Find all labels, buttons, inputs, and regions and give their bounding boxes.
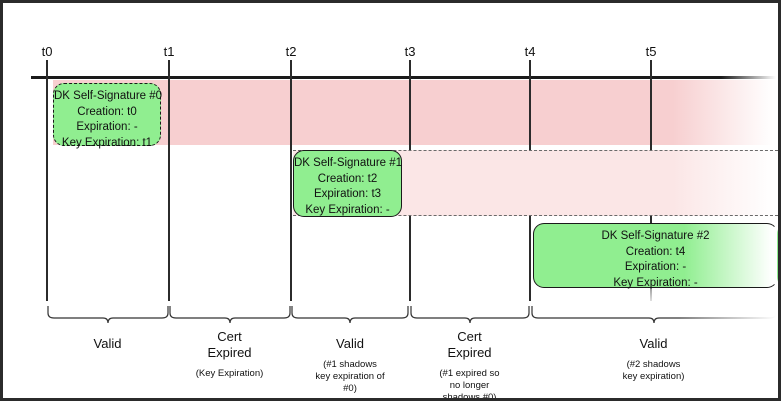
segment-1-status: Cert Expired [207,329,252,360]
segment-3-note: (#1 expired so no longer shadows #0) [439,368,500,401]
event-line-t1 [168,78,170,301]
segment-label-2: Valid (#1 shadows key expiration of #0) [291,336,409,395]
segment-1-note: (Key Expiration) [195,368,264,379]
tick-mark-t4 [529,60,531,78]
validity-band-primary [53,80,778,145]
signature-box-1: DK Self-Signature #1 Creation: t2 Expira… [293,150,402,217]
tick-label-t3: t3 [404,44,416,59]
event-line-t0 [46,78,48,301]
signature-0-title: DK Self-Signature #0 [54,90,163,102]
signature-1-creation: Creation: t2 [317,172,378,185]
signature-1-expiration: Expiration: t3 [313,188,382,200]
signature-1-title: DK Self-Signature #1 [294,157,403,169]
segment-3-status: Cert Expired [447,329,492,360]
signature-2-expiration: Expiration: - [624,261,687,273]
signature-0-key-expiration: Key Expiration: t1 [61,136,153,149]
signature-0-creation: Creation: t0 [77,105,137,118]
segment-4-note: (#2 shadows key expiration) [622,359,685,382]
signature-box-2: DK Self-Signature #2 Creation: t4 Expira… [533,223,778,289]
time-axis [31,76,776,79]
segment-2-status: Valid [336,336,364,351]
signature-2-creation: Creation: t4 [625,245,686,258]
tick-mark-t2 [290,60,292,78]
segment-2-note: (#1 shadows key expiration of #0) [315,359,385,394]
segment-brace-3 [410,306,530,328]
segment-label-3: Cert Expired (#1 expired so no longer sh… [410,329,529,401]
tick-mark-t0 [46,60,48,78]
tick-label-t5: t5 [645,44,657,59]
signature-0-expiration: Expiration: - [76,121,138,133]
segment-label-0: Valid [47,336,168,359]
signature-1-key-expiration: Key Expiration: - [305,203,390,216]
event-line-t2 [290,78,292,301]
segment-brace-1 [169,306,291,328]
tick-label-t0: t0 [41,44,53,59]
tick-label-t2: t2 [285,44,297,59]
tick-mark-t5 [650,60,652,78]
segment-label-4: Valid (#2 shadows key expiration) [531,336,776,383]
segment-brace-0 [47,306,169,328]
segment-4-status: Valid [639,336,668,351]
signature-2-key-expiration: Key Expiration: - [613,276,698,289]
tick-mark-t1 [168,60,170,78]
segment-label-1: Cert Expired (Key Expiration) [169,329,290,380]
segment-brace-2 [291,306,409,328]
signature-box-0: DK Self-Signature #0 Creation: t0 Expira… [53,83,163,149]
segment-brace-4 [531,306,777,328]
tick-label-t1: t1 [163,44,175,59]
tick-label-t4: t4 [524,44,536,59]
signature-2-title: DK Self-Signature #2 [601,230,710,242]
segment-0-status: Valid [93,336,122,351]
tick-mark-t3 [409,60,411,78]
